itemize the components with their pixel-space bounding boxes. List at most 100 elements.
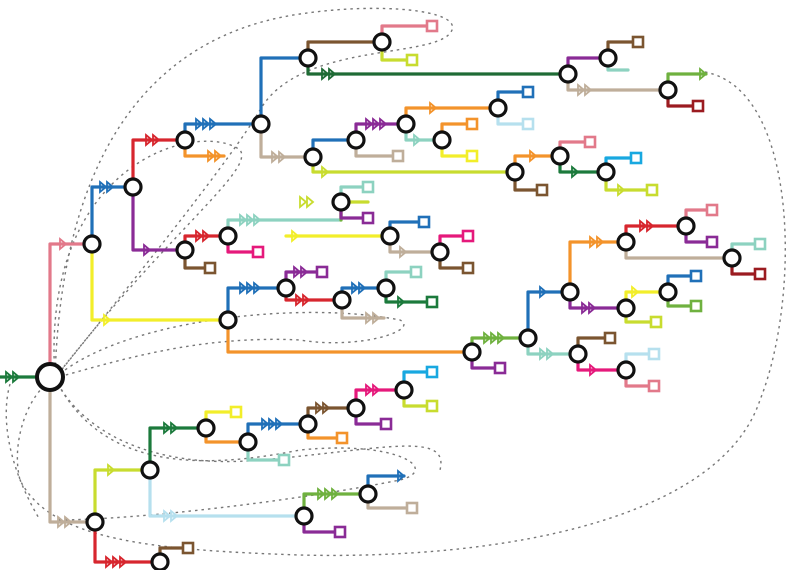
branch-edge-11 [48, 242, 94, 379]
node-circle-icon-251 [175, 240, 195, 260]
chevron-marker-icon-130 [302, 293, 311, 307]
leaf-square-icon-138 [409, 265, 423, 279]
branch-edge-195 [148, 426, 208, 472]
node-circle-icon-255 [430, 242, 450, 262]
chevron-marker-icon-143 [483, 331, 492, 345]
chevron-marker-icon-36 [278, 150, 287, 164]
leaf-square-icon-64 [391, 149, 405, 163]
leaf-square-icon-223 [425, 399, 439, 413]
leaf-square-icon-127 [315, 265, 329, 279]
chevron-marker-icon-53 [699, 67, 708, 81]
leaf-square-icon-176 [689, 269, 703, 283]
node-circle-icon-277 [394, 380, 414, 400]
leaf-square-icon-147 [493, 361, 507, 375]
chevron-marker-icon-205 [261, 417, 270, 431]
chevron-marker-icon-58 [321, 165, 330, 179]
leaf-square-icon-112 [417, 215, 431, 229]
branch-edge-21 [131, 138, 187, 189]
node-circle-icon-246 [488, 98, 508, 118]
chevron-marker-icon-206 [268, 417, 277, 431]
chevron-marker-icon-226 [324, 487, 333, 501]
leaf-square-icon-202 [229, 405, 243, 419]
node-circle-icon-247 [432, 130, 452, 150]
chevron-marker-icon-48 [584, 83, 593, 97]
leaf-square-icon-110 [361, 211, 375, 225]
chevron-marker-icon-152 [546, 347, 555, 361]
leaf-square-icon-55 [691, 99, 705, 113]
chevron-marker-icon-129 [295, 293, 304, 307]
chevron-marker-icon-10 [12, 370, 21, 384]
leaf-square-icon-221 [425, 365, 439, 379]
branch-edge-46 [566, 72, 670, 92]
chevron-marker-icon-103 [306, 195, 315, 209]
chevron-marker-icon-12 [59, 237, 68, 251]
node-circle-icon-264 [676, 216, 696, 236]
chevron-marker-icon-29 [209, 117, 218, 131]
leaf-square-icon-164 [705, 203, 719, 217]
chevron-marker-icon-200 [170, 509, 179, 523]
leaf-square-icon-70 [521, 85, 535, 99]
node-circle-icon-272 [150, 552, 170, 570]
clade-outline-1 [54, 7, 454, 379]
node-circle-icon-271 [140, 460, 160, 480]
branch-edge-34 [259, 122, 315, 159]
chevron-marker-icon-106 [291, 229, 300, 243]
chevron-marker-icon-39 [321, 67, 330, 81]
chevron-marker-icon-84 [571, 165, 580, 179]
chevron-marker-icon-160 [639, 219, 648, 233]
chevron-marker-icon-62 [379, 117, 388, 131]
branch-edge-24 [131, 185, 187, 252]
chevron-marker-icon-125 [293, 265, 302, 279]
node-circle-icon-252 [218, 226, 238, 246]
node-circle-icon-274 [238, 432, 258, 452]
branch-edge-38 [306, 56, 570, 76]
branch-edge-187 [93, 468, 152, 524]
node-circle-icon-270 [85, 512, 105, 532]
node-circle-icon-276 [346, 398, 366, 418]
node-circle-icon-262 [560, 282, 580, 302]
leaf-square-icon-180 [603, 331, 617, 345]
node-circle-icon-243 [303, 147, 323, 167]
chevron-marker-icon-60 [365, 117, 374, 131]
chevron-marker-icon-14 [57, 515, 66, 529]
chevron-marker-icon-66 [429, 101, 438, 115]
node-circle-icon-269 [616, 360, 636, 380]
chevron-marker-icon-157 [581, 301, 590, 315]
root-node-icon-280 [35, 362, 65, 392]
leaf-square-icon-44 [405, 53, 419, 67]
chevron-marker-icon-216 [365, 383, 374, 397]
chevron-marker-icon-20 [103, 313, 112, 327]
chevron-marker-icon-188 [107, 463, 116, 477]
chevron-marker-icon-40 [328, 67, 337, 81]
node-circle-icon-259 [376, 278, 396, 298]
node-circle-icon-249 [550, 146, 570, 166]
leaf-square-icon-194 [181, 541, 195, 555]
leaf-square-icon-184 [647, 347, 661, 361]
node-circle-icon-263 [616, 232, 636, 252]
node-circle-icon-261 [518, 328, 538, 348]
chevron-marker-icon-196 [163, 421, 172, 435]
chevron-marker-icon-144 [490, 331, 499, 345]
chevron-marker-icon-78 [529, 149, 538, 163]
chevron-marker-icon-23 [152, 133, 161, 147]
leaf-square-icon-116 [461, 229, 475, 243]
leaf-square-icon-94 [203, 261, 217, 275]
clade-outline-7 [5, 383, 41, 521]
branch-edge-33 [259, 56, 310, 126]
chevron-marker-icon-102 [299, 195, 308, 209]
node-circle-icon-245 [396, 114, 416, 134]
branch-edge-189 [93, 520, 162, 564]
leaf-square-icon-80 [535, 183, 549, 197]
chevron-marker-icon-161 [646, 219, 655, 233]
node-circle-icon-234 [82, 234, 102, 254]
node-circle-icon-256 [218, 310, 238, 330]
branch-edge-19 [90, 242, 230, 322]
node-circle-icon-248 [505, 162, 525, 182]
branch-edge-65 [404, 106, 500, 126]
leaf-square-icon-174 [649, 315, 663, 329]
chevron-marker-icon-211 [315, 401, 324, 415]
chevron-marker-icon-31 [207, 149, 216, 163]
chevron-marker-icon-122 [253, 281, 262, 295]
node-circle-icon-241 [598, 48, 618, 68]
